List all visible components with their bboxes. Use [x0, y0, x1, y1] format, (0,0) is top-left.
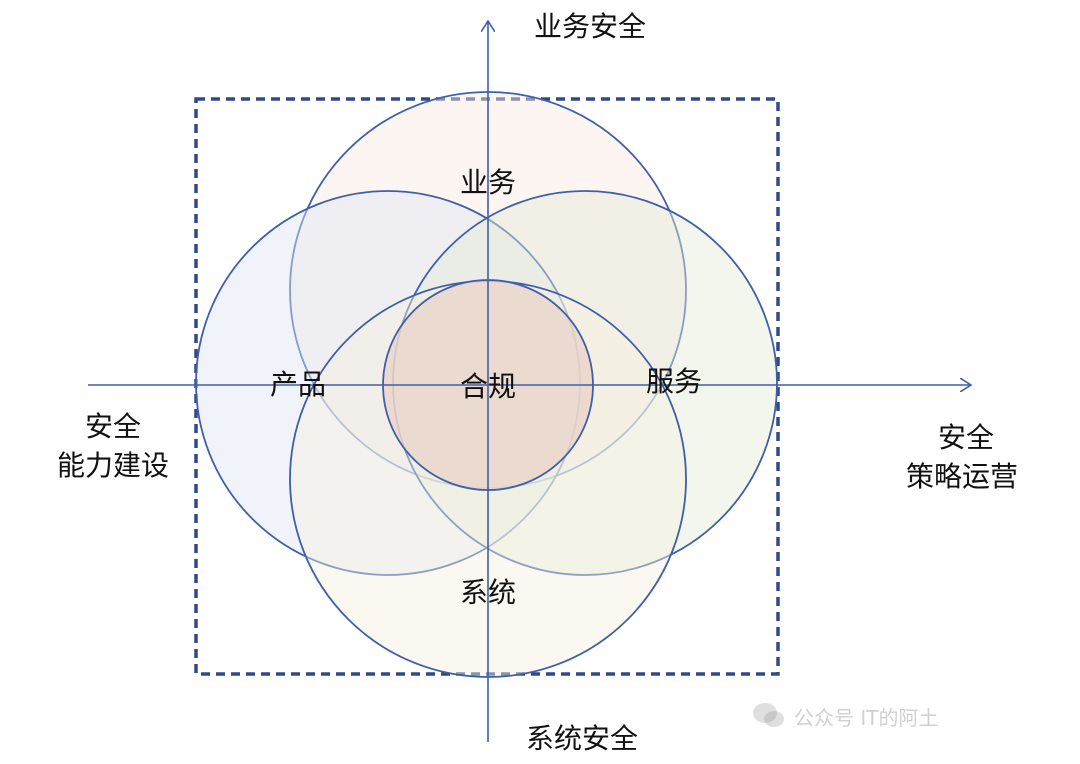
wechat-icon	[752, 702, 786, 730]
axis-label-top: 业务安全	[534, 10, 646, 43]
axis-label-left-line2: 能力建设	[57, 449, 169, 482]
axis-label-left-line1: 安全	[85, 410, 141, 443]
label-service: 服务	[646, 365, 702, 398]
label-compliance: 合规	[460, 370, 516, 403]
label-product: 产品	[270, 368, 326, 401]
label-business: 业务	[460, 166, 516, 199]
label-system: 系统	[460, 576, 516, 609]
axis-label-right-line2: 策略运营	[906, 460, 1018, 493]
axis-label-right-line1: 安全	[938, 421, 994, 454]
axis-label-bottom: 系统安全	[526, 722, 638, 755]
watermark: 公众号 IT的阿土	[752, 696, 1052, 736]
watermark-text: 公众号 IT的阿土	[794, 705, 939, 730]
